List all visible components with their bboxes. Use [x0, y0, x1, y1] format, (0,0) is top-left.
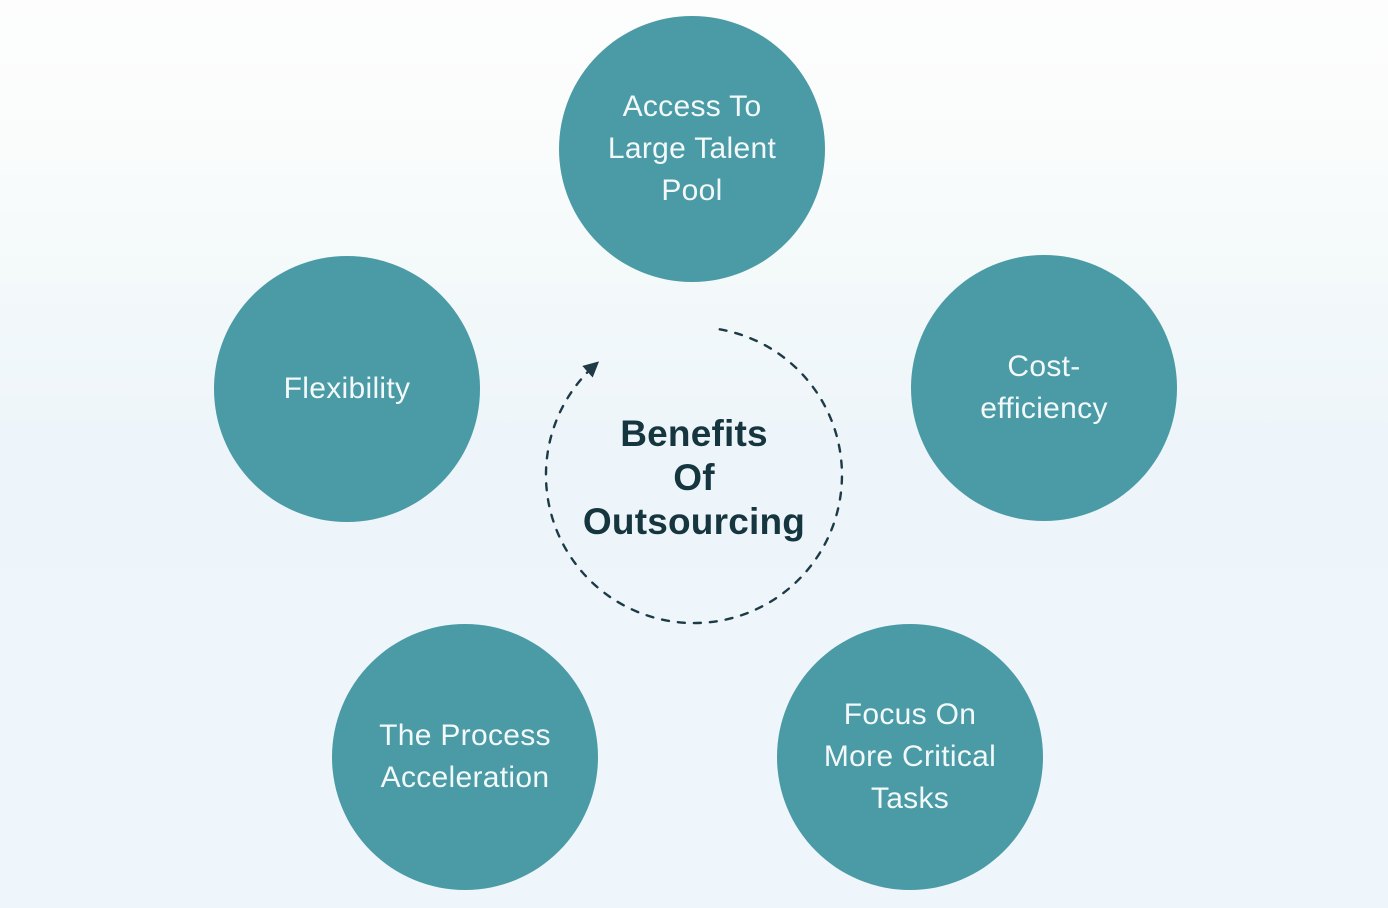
diagram-title: Benefits Of Outsourcing — [582, 413, 806, 542]
bubble-access-to-large-talent-pool: Access To Large Talent Pool — [559, 16, 825, 282]
bubble-cost-efficiency: Cost- efficiency — [911, 255, 1177, 521]
bubble-label: Flexibility — [283, 372, 411, 405]
bubble-label: The Process Acceleration — [379, 719, 551, 794]
bubble-label: Cost- efficiency — [980, 350, 1108, 425]
bubble-label: Access To Large Talent Pool — [607, 90, 777, 207]
bubble-label: Focus On More Critical Tasks — [823, 698, 997, 815]
bubble-focus-on-more-critical-tasks: Focus On More Critical Tasks — [777, 624, 1043, 890]
bubble-flexibility: Flexibility — [214, 256, 480, 522]
bubble-the-process-acceleration: The Process Acceleration — [332, 624, 598, 890]
